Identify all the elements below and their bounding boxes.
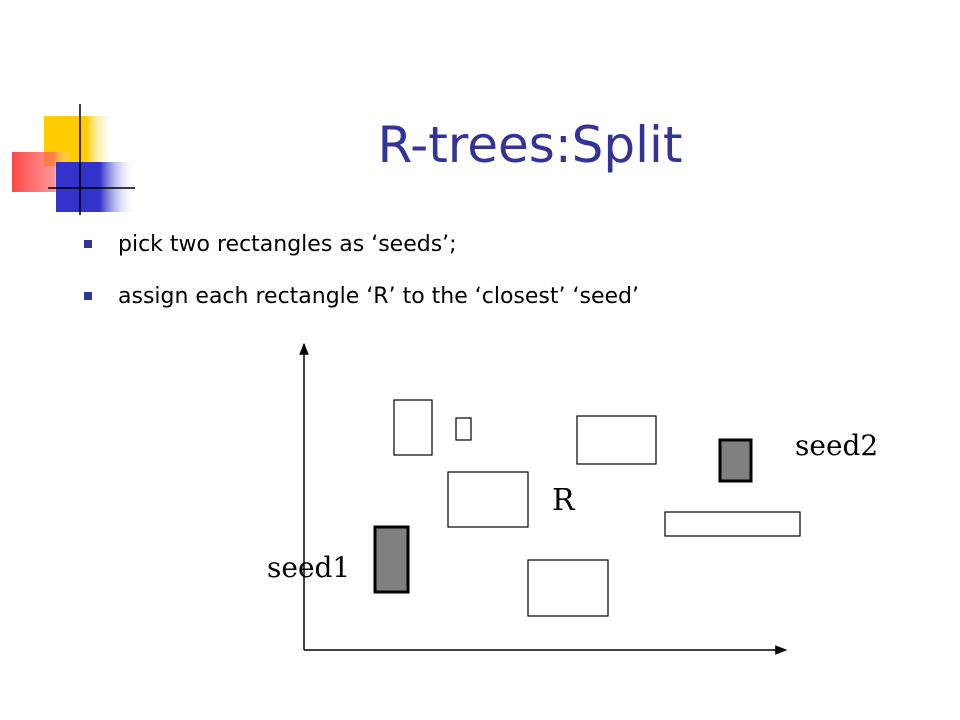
bullet-text: pick two rectangles as ‘seeds’; [118, 231, 457, 257]
bullet-marker-icon [84, 292, 92, 300]
data-rectangle [393, 399, 433, 456]
data-rectangle [576, 415, 657, 465]
seed2-rectangle [718, 438, 753, 483]
r-label: R [552, 483, 576, 518]
data-rectangle [527, 559, 609, 617]
data-rectangle-r [447, 471, 529, 528]
slide-title: R-trees:Split [377, 116, 683, 174]
slide-corner-logo [12, 104, 136, 215]
bullet-item: pick two rectangles as ‘seeds’; [84, 218, 639, 270]
data-rectangle [664, 511, 801, 537]
seed2-label: seed2 [795, 429, 878, 462]
bullet-list: pick two rectangles as ‘seeds’; assign e… [84, 218, 639, 322]
logo-blue-square [56, 162, 136, 212]
bullet-item: assign each rectangle ‘R’ to the ‘closes… [84, 270, 639, 322]
seed1-rectangle [373, 525, 410, 594]
data-rectangle [455, 417, 472, 441]
seed1-label: seed1 [267, 551, 350, 584]
bullet-marker-icon [84, 240, 92, 248]
bullet-text: assign each rectangle ‘R’ to the ‘closes… [118, 283, 639, 309]
